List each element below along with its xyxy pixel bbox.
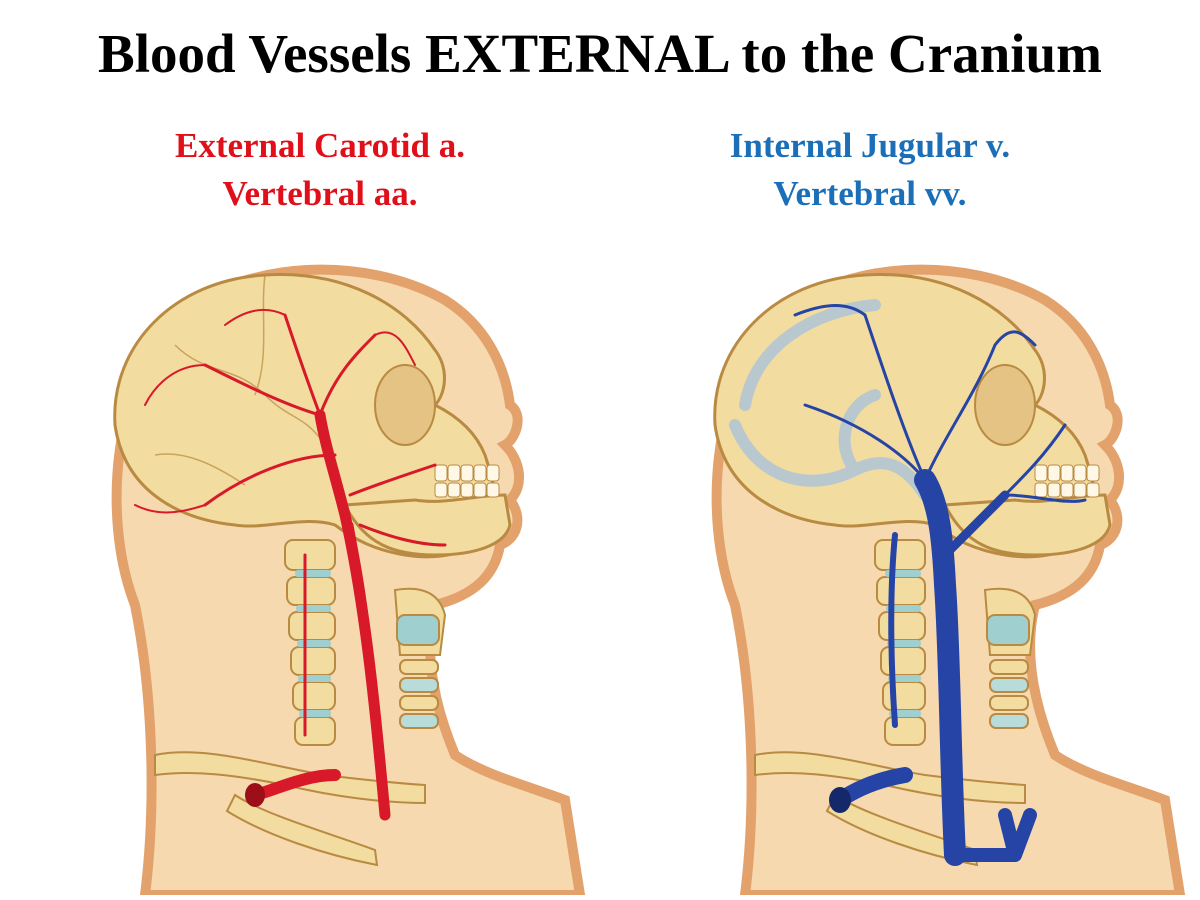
first-rib xyxy=(225,793,379,867)
veins-illustration xyxy=(605,255,1195,895)
subclavian-vein-stub xyxy=(829,787,851,813)
subclavian-artery-stub xyxy=(245,783,265,807)
artery-network xyxy=(134,308,447,821)
arteries-caption: External Carotid a. Vertebral aa. xyxy=(100,122,540,218)
arteries-caption-line2: Vertebral aa. xyxy=(222,174,418,213)
veins-caption-line1: Internal Jugular v. xyxy=(729,126,1011,165)
mandible xyxy=(342,493,512,557)
first-rib-right xyxy=(825,793,979,867)
slide-title: Blood Vessels EXTERNAL to the Cranium xyxy=(98,23,1102,84)
arteries-illustration xyxy=(5,255,595,895)
orbit xyxy=(374,364,436,446)
veins-caption: Internal Jugular v. Vertebral vv. xyxy=(650,122,1090,218)
teeth-right xyxy=(1034,464,1100,498)
orbit-right xyxy=(974,364,1036,446)
trachea xyxy=(393,587,447,729)
veins-caption-line2: Vertebral vv. xyxy=(773,174,967,213)
arteries-caption-line1: External Carotid a. xyxy=(174,126,466,165)
trachea-right xyxy=(983,587,1037,729)
teeth xyxy=(434,464,500,498)
